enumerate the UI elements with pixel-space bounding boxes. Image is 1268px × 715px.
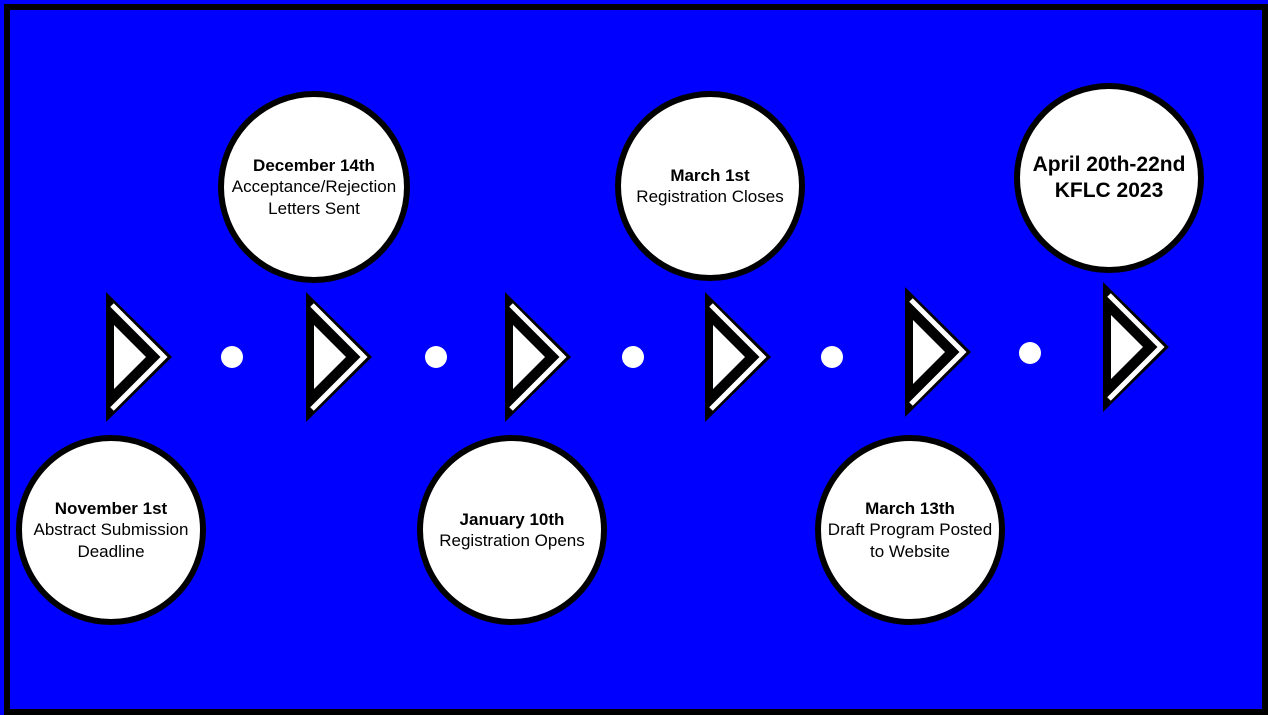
event-node-kflc-2023: April 20th-22nd KFLC 2023	[1014, 83, 1204, 273]
connector-dot	[622, 346, 644, 368]
connector-dot	[821, 346, 843, 368]
chevron-right-icon	[306, 292, 372, 422]
chevron-right-icon	[1103, 282, 1169, 412]
connector-dot	[1019, 342, 1041, 364]
event-date: March 13th	[865, 499, 955, 519]
event-description: Draft Program Posted to Website	[827, 520, 993, 561]
event-description: Abstract Submission Deadline	[33, 520, 189, 561]
chevron-right-icon	[505, 292, 571, 422]
event-node-january-10th: January 10th Registration Opens	[417, 435, 607, 625]
event-date: March 1st	[670, 165, 750, 185]
outer-frame	[4, 4, 1268, 715]
event-date: January 10th	[459, 509, 565, 529]
event-node-march-13th: March 13th Draft Program Posted to Websi…	[815, 435, 1005, 625]
chevron-right-icon	[905, 287, 971, 417]
event-description: KFLC 2023	[1054, 179, 1164, 202]
chevron-right-icon	[106, 292, 172, 422]
event-node-november-1st: November 1st Abstract Submission Deadlin…	[16, 435, 206, 625]
event-node-march-1st: March 1st Registration Closes	[615, 91, 805, 281]
event-date: November 1st	[54, 499, 168, 519]
connector-dot	[425, 346, 447, 368]
event-date: April 20th-22nd	[1032, 152, 1186, 176]
connector-dot	[221, 346, 243, 368]
event-node-december-14th: December 14th Acceptance/Rejection Lette…	[218, 91, 410, 283]
event-date: December 14th	[253, 156, 375, 176]
event-description: Registration Closes	[636, 187, 784, 206]
chevron-right-icon	[705, 292, 771, 422]
event-description: Acceptance/Rejection Letters Sent	[231, 177, 397, 218]
event-description: Registration Opens	[439, 531, 585, 550]
